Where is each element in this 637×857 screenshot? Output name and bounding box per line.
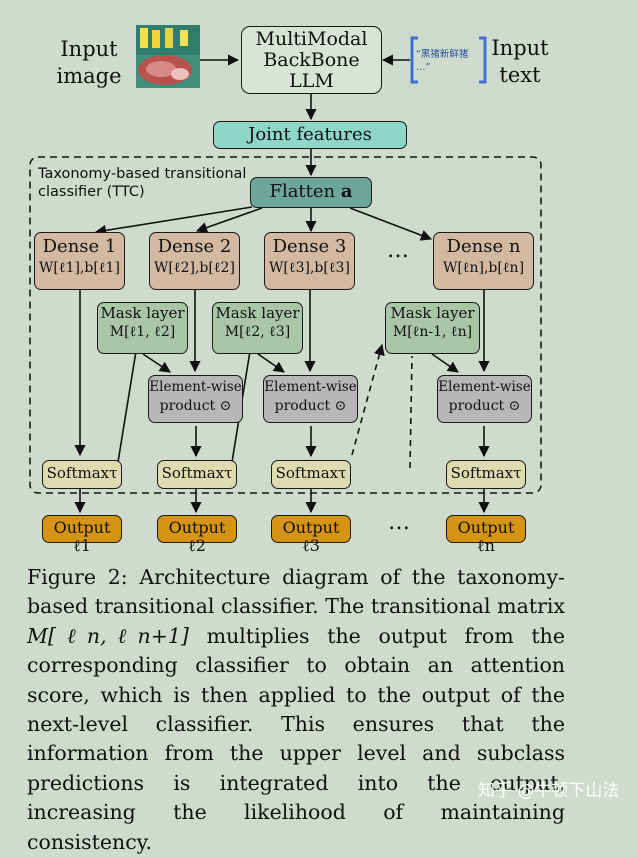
elementwise-line2: product ⊙ xyxy=(159,397,232,414)
mask-layer-n: Mask layer M[ℓn-1, ℓn] xyxy=(385,302,480,354)
input-image-thumbnail xyxy=(136,25,200,88)
input-text-snippet-line2: …” xyxy=(416,62,431,73)
input-image-label-line1: Input xyxy=(60,37,118,61)
dense-box-3: Dense 3 W[ℓ3],b[ℓ3] xyxy=(264,232,355,290)
dense-box-1: Dense 1 W[ℓ1],b[ℓ1] xyxy=(34,232,125,290)
softmax-box-1: Softmaxτ xyxy=(42,460,122,489)
watermark: 知乎 @牛顿下山法 xyxy=(478,781,620,801)
output-box-2: Output ℓ2 xyxy=(157,515,237,554)
dense-box-n: Dense n W[ℓn],b[ℓn] xyxy=(433,232,534,290)
input-image-label-line2: image xyxy=(56,64,122,88)
mask-param: M[ℓ2, ℓ3] xyxy=(224,323,291,340)
caption-text-1: Architecture diagram of the taxonomy-bas… xyxy=(27,565,565,619)
figure-caption: Figure 2: Architecture diagram of the ta… xyxy=(27,563,565,857)
elementwise-line1: Element-wise xyxy=(438,379,531,395)
dense-params: W[ℓ2],b[ℓ2] xyxy=(154,259,235,276)
input-text-thumbnail xyxy=(410,36,487,84)
dense-ellipsis: … xyxy=(387,238,409,263)
dense-params: W[ℓn],b[ℓn] xyxy=(442,259,525,276)
elementwise-line1: Element-wise xyxy=(264,379,357,395)
dense-params: W[ℓ3],b[ℓ3] xyxy=(269,259,350,276)
dense-title: Dense 3 xyxy=(272,236,347,257)
input-image-label: Input image xyxy=(56,36,122,90)
dense-box-2: Dense 2 W[ℓ2],b[ℓ2] xyxy=(149,232,240,290)
ttc-label: Taxonomy-based transitional classifier (… xyxy=(38,165,246,201)
input-text-snippet-line1: “黑猪新鲜猪 xyxy=(416,49,469,60)
mask-title: Mask layer xyxy=(215,304,300,322)
flatten-label: Flatten xyxy=(269,181,341,202)
elementwise-line2: product ⊙ xyxy=(274,397,347,414)
caption-figure-label: Figure 2: xyxy=(27,565,128,589)
flatten-box: Flatten a xyxy=(250,177,372,208)
ttc-label-line1: Taxonomy-based transitional xyxy=(38,166,247,182)
dense-title: Dense 1 xyxy=(42,236,117,257)
joint-features-box: Joint features xyxy=(213,121,407,149)
softmax-box-3: Softmaxτ xyxy=(271,460,351,489)
output-box-1: Output ℓ1 xyxy=(42,515,122,554)
input-text-label: Input text xyxy=(488,35,552,89)
backbone-line2: BackBone xyxy=(263,49,360,71)
elementwise-product-n: Element-wise product ⊙ xyxy=(437,375,532,423)
elementwise-line1: Element-wise xyxy=(149,379,242,395)
caption-matrix: M[ℓn,ℓn+1] xyxy=(27,623,189,648)
output-ellipsis: … xyxy=(388,510,410,535)
input-text-label-line2: text xyxy=(499,63,541,87)
elementwise-product-2: Element-wise product ⊙ xyxy=(263,375,358,423)
backbone-llm-box: MultiModal BackBone LLM xyxy=(241,26,382,94)
dense-title: Dense n xyxy=(446,236,521,257)
input-text-snippet: “黑猪新鲜猪 …” xyxy=(416,48,482,74)
mask-param: M[ℓn-1, ℓn] xyxy=(392,323,473,340)
flatten-variable: a xyxy=(340,181,353,202)
dense-title: Dense 2 xyxy=(157,236,232,257)
mask-param: M[ℓ1, ℓ2] xyxy=(109,323,176,340)
softmax-box-2: Softmaxτ xyxy=(157,460,237,489)
mask-title: Mask layer xyxy=(100,304,185,322)
softmax-box-n: Softmaxτ xyxy=(446,460,526,489)
mask-layer-1: Mask layer M[ℓ1, ℓ2] xyxy=(97,302,188,354)
input-text-label-line1: Input xyxy=(491,36,549,60)
output-box-3: Output ℓ3 xyxy=(271,515,351,554)
dense-params: W[ℓ1],b[ℓ1] xyxy=(39,259,120,276)
ttc-label-line2: classifier (TTC) xyxy=(38,184,145,200)
architecture-diagram xyxy=(29,25,542,514)
mask-layer-2: Mask layer M[ℓ2, ℓ3] xyxy=(212,302,303,354)
backbone-line3: LLM xyxy=(289,70,334,92)
output-box-n: Output ℓn xyxy=(446,515,526,554)
mask-title: Mask layer xyxy=(390,304,475,322)
caption-text-2: multiplies the output from the correspon… xyxy=(27,623,565,854)
backbone-line1: MultiModal xyxy=(255,28,368,50)
elementwise-line2: product ⊙ xyxy=(448,397,521,414)
elementwise-product-1: Element-wise product ⊙ xyxy=(148,375,243,423)
